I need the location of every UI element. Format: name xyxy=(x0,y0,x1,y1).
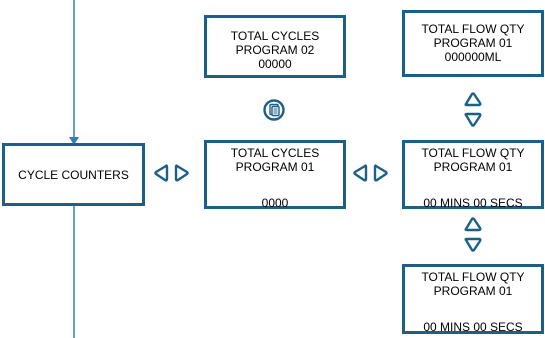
box-line: TOTAL FLOW QTY xyxy=(421,146,525,160)
box-line: TOTAL FLOW QTY xyxy=(421,22,525,36)
chevron-down-icon[interactable] xyxy=(464,237,482,253)
total-flow-qty-ml-box[interactable]: TOTAL FLOW QTY PROGRAM 01 000000ML xyxy=(402,10,544,77)
chevron-up-icon[interactable] xyxy=(464,91,482,107)
box-line: TOTAL CYCLES xyxy=(230,146,320,160)
box-line xyxy=(405,298,541,320)
cycle-counters-box[interactable]: CYCLE COUNTERS xyxy=(2,143,145,206)
box-line: PROGRAM 01 xyxy=(433,160,513,174)
chevron-up-icon[interactable] xyxy=(464,216,482,232)
box-line: 000000ML xyxy=(444,50,502,64)
chevron-right-icon[interactable] xyxy=(174,164,190,182)
box-line: TOTAL CYCLES xyxy=(230,29,320,43)
box-line: 0000 xyxy=(261,196,289,210)
box-line: TOTAL FLOW QTY xyxy=(421,270,525,284)
box-line: CYCLE COUNTERS xyxy=(18,168,129,182)
box-line: PROGRAM 01 xyxy=(433,284,513,298)
box-line: 00 MINS 00 SECS xyxy=(423,196,523,210)
box-line xyxy=(405,174,541,196)
document-circle-icon[interactable] xyxy=(263,99,285,121)
total-flow-time-box-2[interactable]: TOTAL FLOW QTY PROGRAM 01 00 MINS 00 SEC… xyxy=(402,264,544,334)
box-line: PROGRAM 01 xyxy=(235,160,315,174)
chevron-down-icon[interactable] xyxy=(464,112,482,128)
chevron-left-icon[interactable] xyxy=(352,164,368,182)
connector-arrowhead xyxy=(69,137,79,145)
total-cycles-program02-box[interactable]: TOTAL CYCLES PROGRAM 02 00000 xyxy=(204,15,346,78)
total-flow-time-box[interactable]: TOTAL FLOW QTY PROGRAM 01 00 MINS 00 SEC… xyxy=(402,140,544,210)
box-line: PROGRAM 01 xyxy=(433,36,513,50)
chevron-right-icon[interactable] xyxy=(373,164,389,182)
box-line: 00000 xyxy=(258,57,292,71)
box-line: PROGRAM 02 xyxy=(235,43,315,57)
box-line: 00 MINS 00 SECS xyxy=(423,320,523,334)
chevron-left-icon[interactable] xyxy=(153,164,169,182)
total-cycles-program01-box[interactable]: TOTAL CYCLES PROGRAM 01 0000 xyxy=(204,140,346,210)
box-line xyxy=(207,174,343,196)
